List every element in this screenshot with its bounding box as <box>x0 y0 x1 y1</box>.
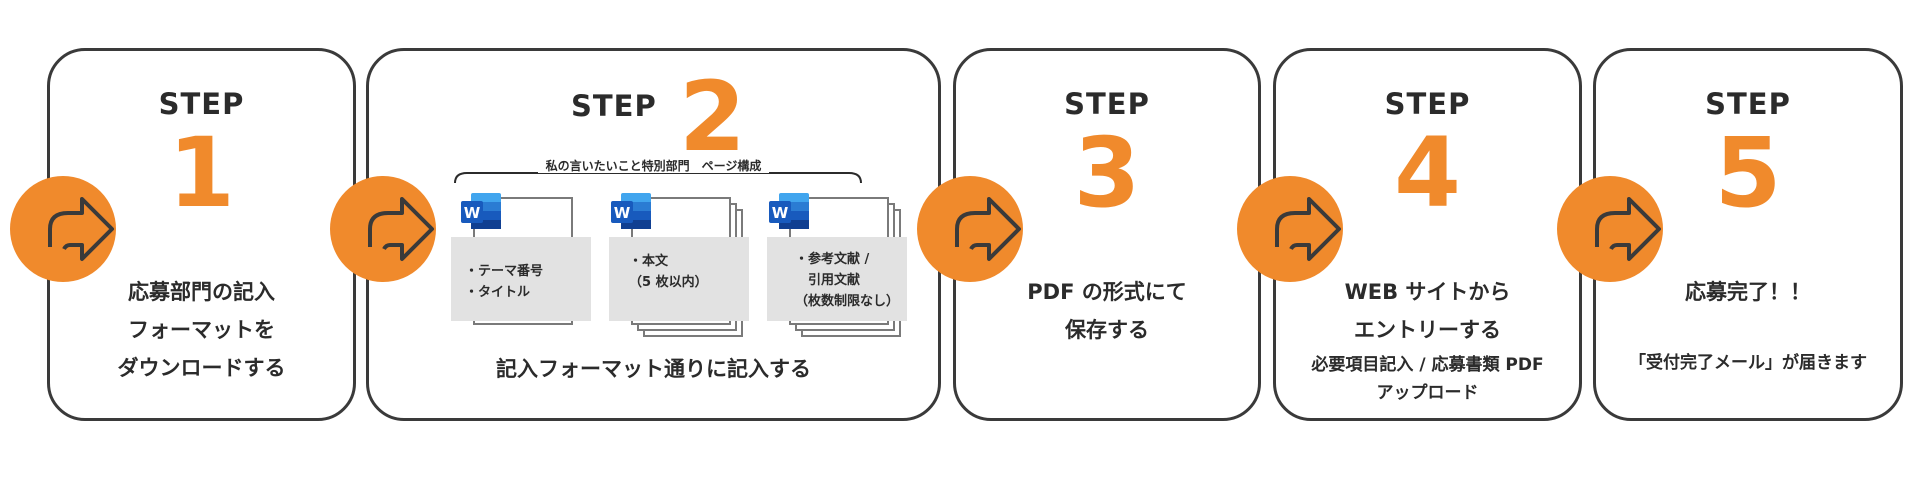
step-4-subtext: 必要項目記入 / 応募書類 PDF アップロード <box>1276 351 1579 407</box>
svg-text:W: W <box>464 204 481 222</box>
svg-text:W: W <box>614 204 631 222</box>
arrow-right-circle-icon <box>1237 176 1343 282</box>
svg-text:W: W <box>772 204 789 222</box>
step-2-description: 記入フォーマット通りに記入する <box>496 357 811 381</box>
word-doc-icon: W <box>769 193 809 229</box>
step-1-card: STEP 1 応募部門の記入 フォーマットを ダウンロードする <box>47 48 356 421</box>
arrow-right-circle-icon <box>10 176 116 282</box>
step-1-number: 1 <box>168 117 235 229</box>
step-3-line-1: PDF の形式にて <box>1027 280 1187 304</box>
document-references: ・参考文献 / 引用文献 （枚数制限なし） W <box>767 191 907 341</box>
doc-3-line-1: ・参考文献 / <box>795 252 870 267</box>
step-3-description: PDF の形式にて 保存する <box>956 273 1258 349</box>
arrow-right-circle-icon <box>330 176 436 282</box>
step-2-header: STEP 2 <box>369 67 938 167</box>
step-4-sub-line-2: アップロード <box>1376 383 1479 403</box>
step-2-label: STEP <box>571 89 657 123</box>
step-5-sub-line-1: 「受付完了メール」が届きます <box>1629 353 1867 373</box>
doc-2-line-2: （5 枚以内） <box>629 275 708 290</box>
step-2-number: 2 <box>679 61 746 173</box>
step-4-description: WEB サイトから エントリーする <box>1276 273 1579 349</box>
step-5-number: 5 <box>1714 117 1782 229</box>
step-5-label: STEP <box>1705 87 1791 121</box>
step-3-label: STEP <box>1064 87 1150 121</box>
document-theme: ・テーマ番号 ・タイトル W <box>451 191 591 331</box>
step-3-number: 3 <box>1073 117 1141 229</box>
step-4-sub-line-1: 必要項目記入 / 応募書類 PDF <box>1311 355 1544 375</box>
step-3-line-2: 保存する <box>1065 318 1149 342</box>
step-4-line-1: WEB サイトから <box>1344 280 1511 304</box>
doc-panel: ・テーマ番号 ・タイトル <box>451 237 591 321</box>
step-1-line-3: ダウンロードする <box>117 356 286 380</box>
arrow-right-circle-icon <box>917 176 1023 282</box>
page-structure-title-text: 私の言いたいこと特別部門 ページ構成 <box>537 159 770 173</box>
arrow-right-circle-icon <box>1557 176 1663 282</box>
page-structure-title: 私の言いたいこと特別部門 ページ構成 <box>369 157 938 174</box>
page-structure-brace <box>454 172 862 184</box>
word-doc-icon: W <box>461 193 501 229</box>
step-4-label: STEP <box>1384 87 1471 121</box>
step-1-line-1: 応募部門の記入 <box>128 280 275 304</box>
step-5-line-1: 応募完了！！ <box>1685 280 1811 304</box>
step-1-description: 応募部門の記入 フォーマットを ダウンロードする <box>50 273 353 387</box>
step-5-subtext: 「受付完了メール」が届きます <box>1596 349 1900 377</box>
doc-1-line-2: ・タイトル <box>465 285 531 300</box>
doc-panel: ・参考文献 / 引用文献 （枚数制限なし） <box>767 237 907 321</box>
doc-panel: ・本文 （5 枚以内） <box>609 237 749 321</box>
step-4-number: 4 <box>1394 117 1461 229</box>
doc-3-line-2: 引用文献 <box>795 273 861 288</box>
doc-3-line-3: （枚数制限なし） <box>795 294 900 309</box>
step-1-label: STEP <box>158 87 245 121</box>
step-4-line-2: エントリーする <box>1354 318 1501 342</box>
doc-2-line-1: ・本文 <box>629 254 669 269</box>
step-1-line-2: フォーマットを <box>128 318 275 342</box>
document-body: ・本文 （5 枚以内） W <box>609 191 749 341</box>
step-2-card: STEP 2 私の言いたいこと特別部門 ページ構成 ・テーマ番号 ・タイトル W… <box>366 48 941 421</box>
step-5-description: 応募完了！！ <box>1596 273 1900 311</box>
word-doc-icon: W <box>611 193 651 229</box>
doc-1-line-1: ・テーマ番号 <box>465 264 544 279</box>
